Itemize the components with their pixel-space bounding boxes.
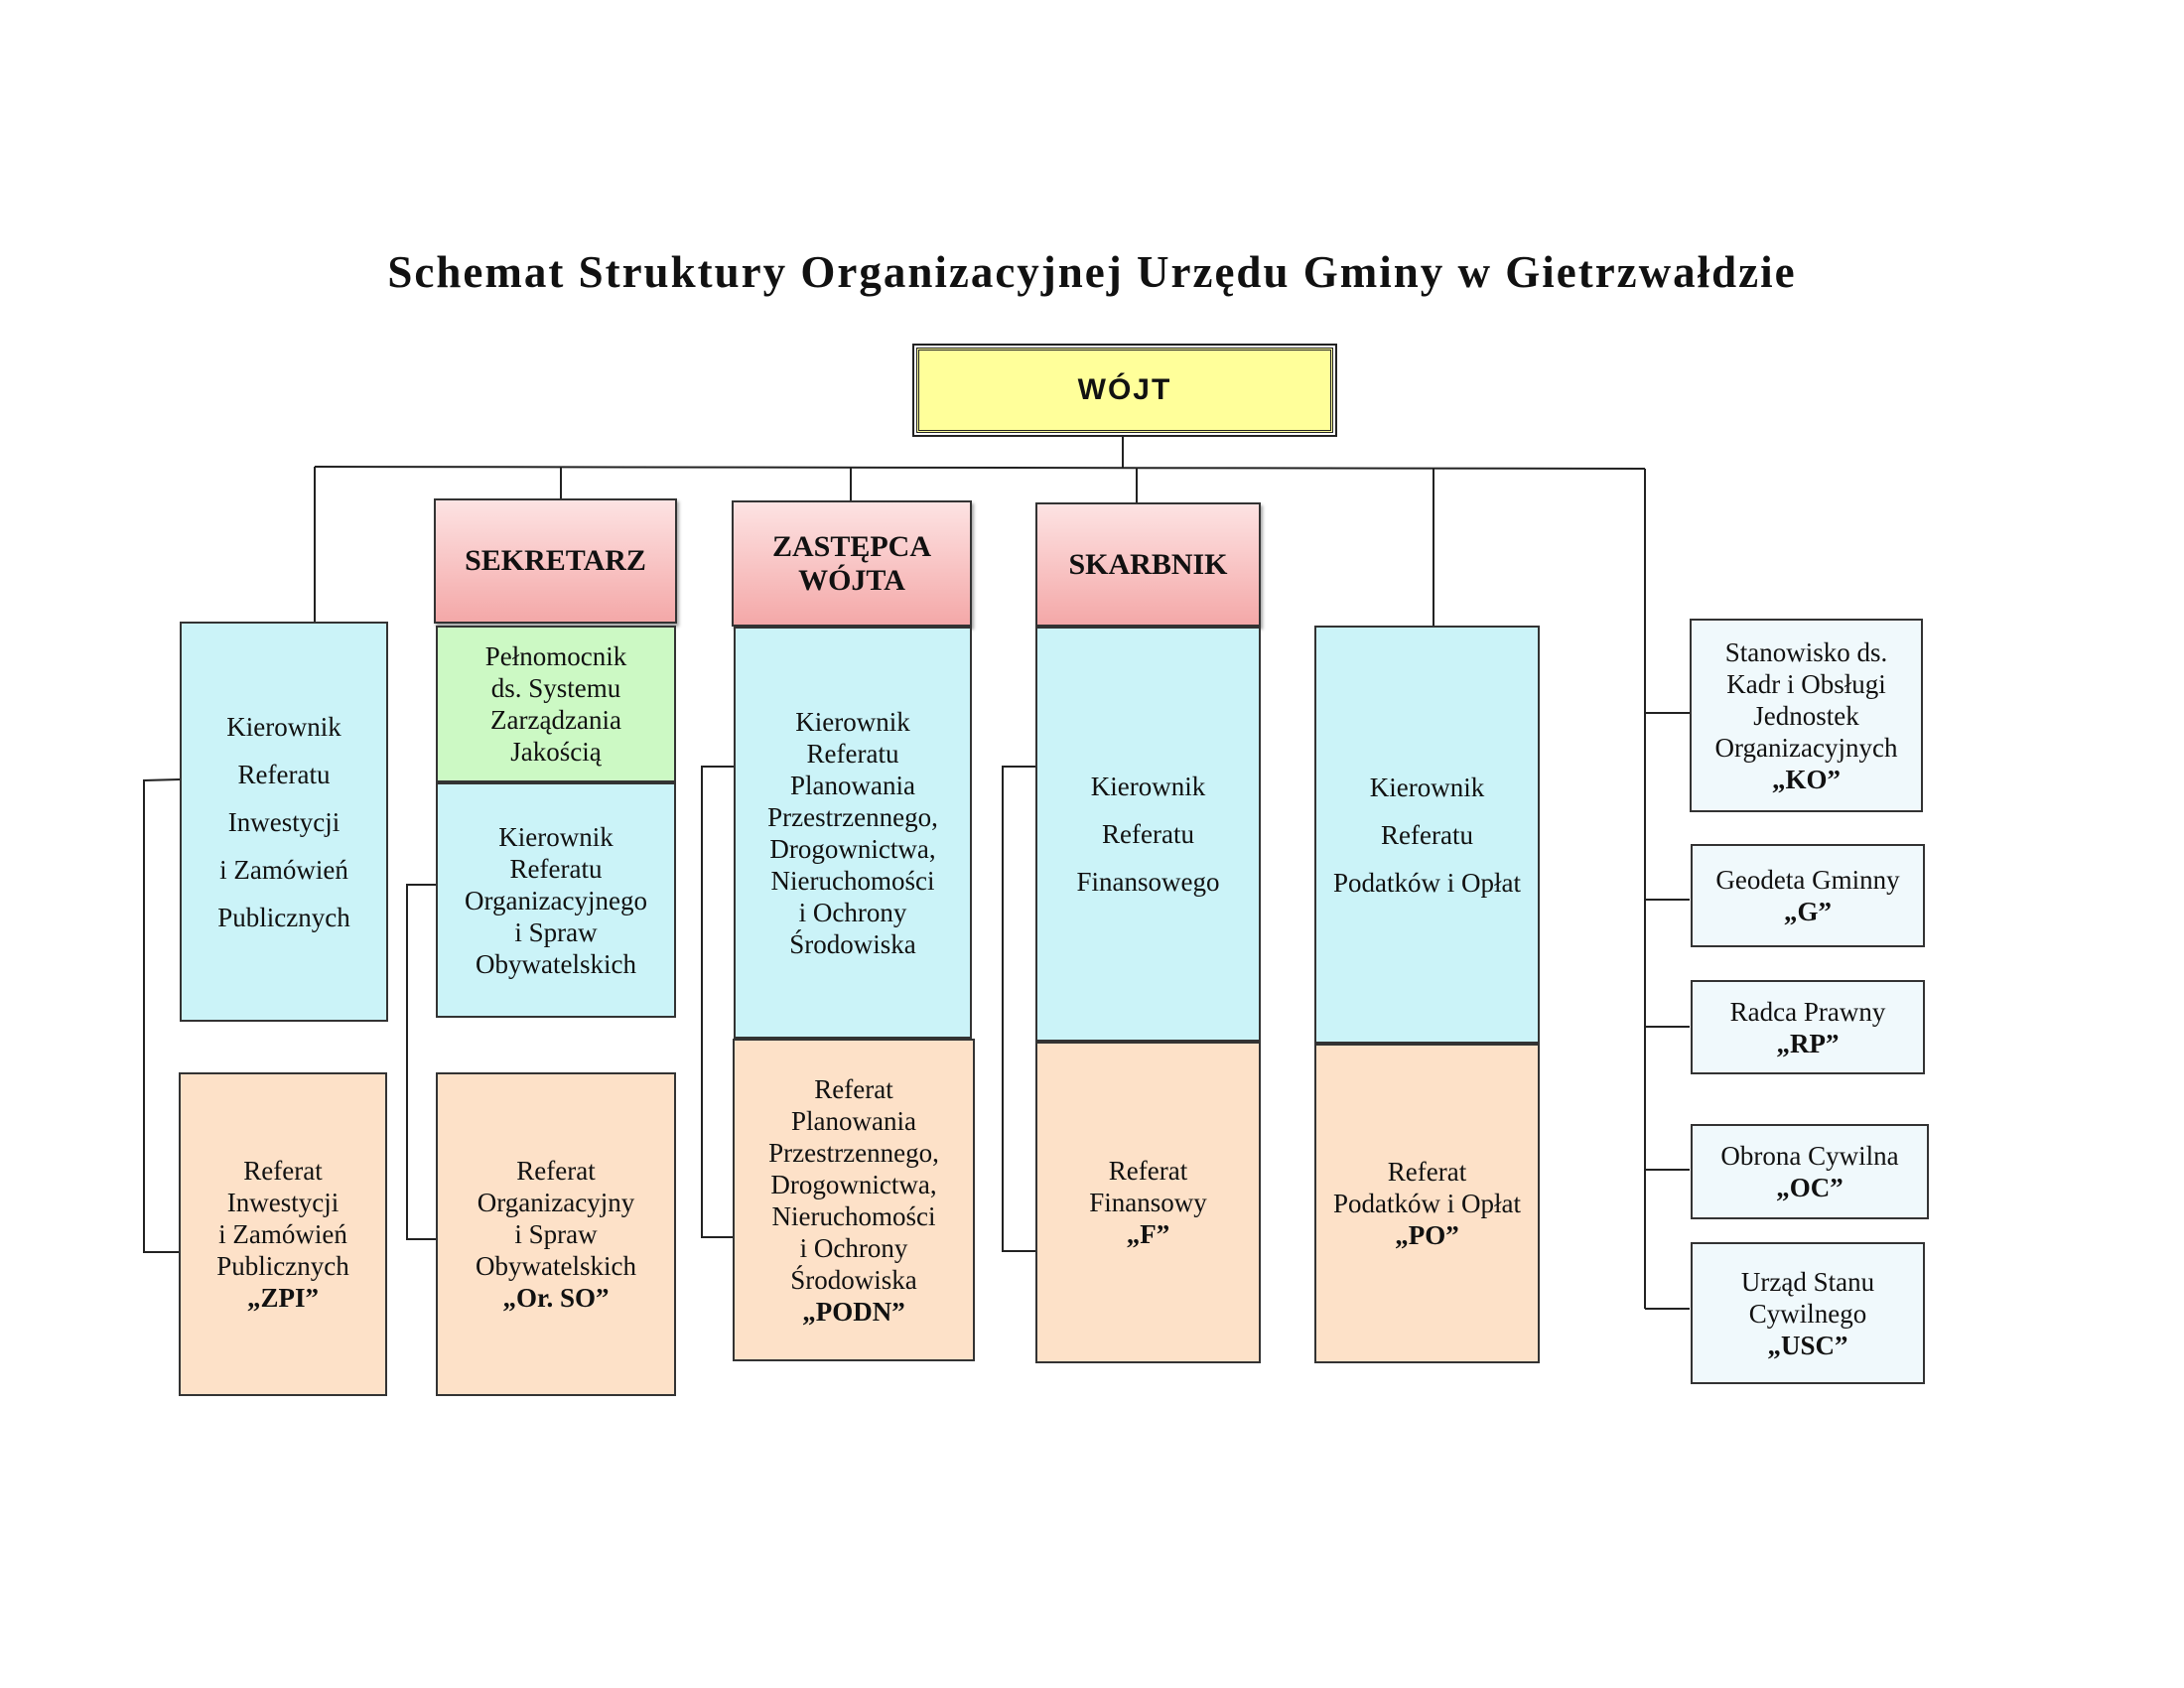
referat-po-box: Referat Podatków i Opłat„PO” [1314,1044,1540,1363]
kierownik-podn-label: Kierownik Referatu Planowania Przestrzen… [767,706,938,959]
referat-orso-code: „Or. SO” [502,1283,610,1313]
wojt-label: WÓJT [1077,373,1172,406]
referat-podn-label: Referat Planowania Przestrzennego, Drogo… [768,1073,939,1295]
geodeta-g-label: Geodeta Gminny [1715,865,1900,895]
stanowisko-ko-label: Stanowisko ds. Kadr i Obsługi Jednostek … [1714,636,1898,763]
skarbnik-box: SKARBNIK [1035,502,1261,627]
kierownik-f-label: Kierownik Referatu Finansowego [1076,772,1220,897]
referat-orso-content: Referat Organizacyjny i Spraw Obywatelsk… [476,1155,636,1314]
pelnomocnik-label: Pełnomocnik ds. Systemu Zarządzania Jako… [484,641,627,767]
usc-label: Urząd Stanu Cywilnego [1740,1266,1875,1329]
referat-po-content: Referat Podatków i Opłat„PO” [1333,1156,1521,1251]
sekretarz-box: SEKRETARZ [434,498,677,624]
kierownik-po-label: Kierownik Referatu Podatków i Opłat [1333,772,1521,898]
obrona-oc-box: Obrona Cywilna„OC” [1691,1124,1929,1219]
referat-podn-content: Referat Planowania Przestrzennego, Drogo… [768,1073,939,1328]
kierownik-orso-label: Kierownik Referatu Organizacyjnego i Spr… [465,821,647,979]
skarbnik-label: SKARBNIK [1068,547,1228,581]
geodeta-g-code: „G” [1783,897,1832,926]
referat-po-label: Referat Podatków i Opłat [1333,1157,1521,1218]
referat-zpi-label: Referat Inwestycji i Zamówień Publicznyc… [216,1156,349,1281]
bracket-col4 [1002,766,1037,1252]
referat-f-label: Referat Finansowy [1089,1156,1207,1217]
referat-orso-label: Referat Organizacyjny i Spraw Obywatelsk… [476,1156,636,1281]
referat-zpi-content: Referat Inwestycji i Zamówień Publicznyc… [216,1155,348,1314]
bracket-col2 [406,884,437,1240]
page-title: Schemat Struktury Organizacyjnej Urzędu … [387,247,1797,297]
kierownik-podn-box: Kierownik Referatu Planowania Przestrzen… [734,627,972,1039]
radca-rp-content: Radca Prawny„RP” [1730,996,1886,1059]
radca-rp-box: Radca Prawny„RP” [1691,980,1925,1074]
referat-zpi-box: Referat Inwestycji i Zamówień Publicznyc… [179,1072,387,1396]
kierownik-po-box: Kierownik Referatu Podatków i Opłat [1314,626,1540,1044]
top-bus-line [314,466,1646,470]
geodeta-g-content: Geodeta Gminny„G” [1715,864,1899,927]
usc-code: „USC” [1767,1330,1848,1360]
referat-zpi-code: „ZPI” [246,1283,319,1313]
referat-f-box: Referat Finansowy„F” [1035,1042,1261,1363]
kierownik-zpi-label: Kierownik Referatu Inwestycji i Zamówień… [217,711,350,932]
stanowisko-ko-code: „KO” [1771,764,1841,794]
kierownik-orso-box: Kierownik Referatu Organizacyjnego i Spr… [436,782,676,1018]
bracket-col1 [143,778,181,1253]
stanowisko-ko-box: Stanowisko ds. Kadr i Obsługi Jednostek … [1690,619,1923,812]
wojt-box: WÓJT [912,344,1337,437]
sekretarz-label: SEKRETARZ [465,544,646,577]
radca-rp-label: Radca Prawny [1729,996,1886,1027]
kierownik-zpi-box: Kierownik Referatu Inwestycji i Zamówień… [180,622,388,1022]
stanowisko-ko-content: Stanowisko ds. Kadr i Obsługi Jednostek … [1715,636,1898,795]
referat-po-code: „PO” [1395,1220,1459,1250]
obrona-oc-code: „OC” [1776,1173,1843,1202]
usc-box: Urząd Stanu Cywilnego„USC” [1691,1242,1925,1384]
referat-podn-code: „PODN” [802,1296,905,1327]
radca-rp-code: „RP” [1776,1028,1840,1058]
obrona-oc-content: Obrona Cywilna„OC” [1720,1140,1898,1203]
kierownik-f-box: Kierownik Referatu Finansowego [1035,627,1261,1042]
pelnomocnik-box: Pełnomocnik ds. Systemu Zarządzania Jako… [436,626,676,782]
usc-content: Urząd Stanu Cywilnego„USC” [1741,1266,1874,1361]
bracket-col3 [701,766,734,1238]
referat-f-code: „F” [1126,1219,1170,1249]
geodeta-g-box: Geodeta Gminny„G” [1691,844,1925,947]
referat-f-content: Referat Finansowy„F” [1089,1155,1207,1250]
zastepca-wojta-label: ZASTĘPCA WÓJTA [771,529,932,597]
referat-podn-box: Referat Planowania Przestrzennego, Drogo… [733,1039,975,1361]
obrona-oc-label: Obrona Cywilna [1720,1141,1899,1171]
referat-orso-box: Referat Organizacyjny i Spraw Obywatelsk… [436,1072,676,1396]
zastepca-wojta-box: ZASTĘPCA WÓJTA [732,500,972,627]
